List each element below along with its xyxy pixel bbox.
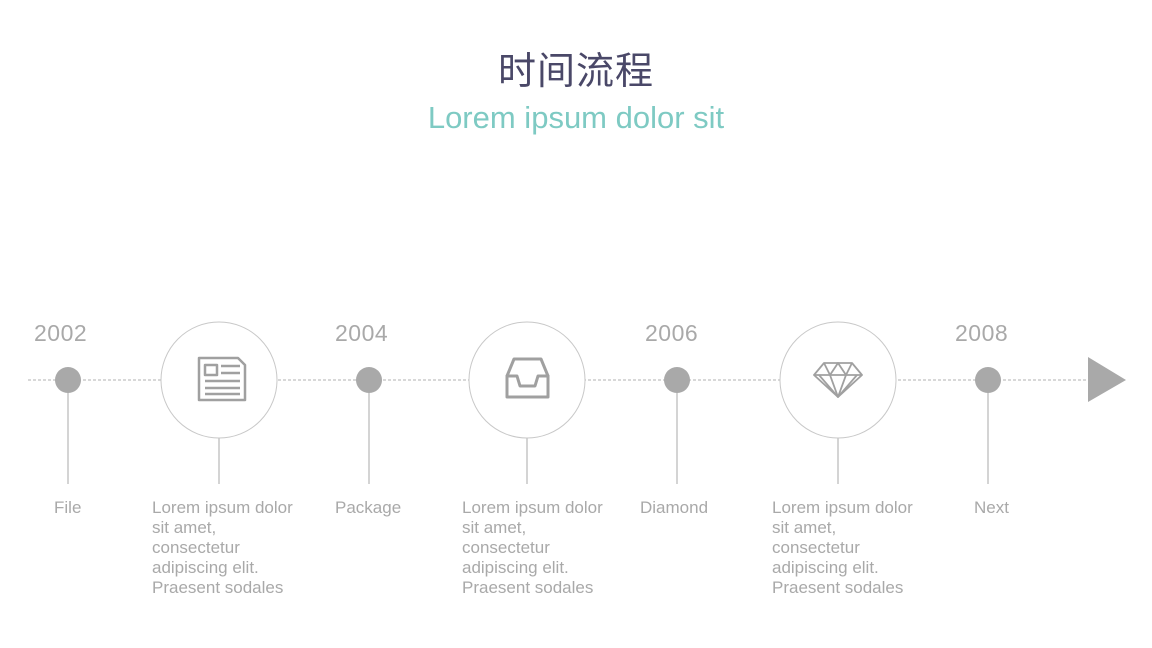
milestone-2008: [975, 367, 1001, 484]
step-description: Lorem ipsum dolor sit amet, consectetur …: [772, 498, 913, 597]
milestone-year: 2008: [955, 320, 1009, 346]
page-title: 时间流程: [497, 49, 654, 93]
inbox-tray-icon: [505, 357, 550, 399]
milestone-year: 2004: [335, 320, 389, 346]
step-diamond: [779, 321, 897, 484]
step-description: Lorem ipsum dolor sit amet, consectetur …: [152, 498, 293, 597]
milestone-2004: [356, 367, 382, 484]
milestone-label: Diamond: [640, 498, 709, 517]
milestone-label: Next: [974, 498, 1009, 517]
milestone-label: File: [54, 498, 82, 517]
diamond-icon: [813, 362, 863, 398]
milestone-dot: [55, 367, 81, 393]
milestone-label: Package: [335, 498, 402, 517]
step-inbox: [468, 321, 586, 484]
step-newspaper: [160, 321, 278, 484]
milestone-2002: [55, 367, 81, 484]
newspaper-icon: [197, 356, 247, 402]
milestone-dot: [356, 367, 382, 393]
milestone-year: 2002: [34, 320, 88, 346]
timeline-arrow-icon: [1088, 357, 1126, 402]
milestone-2006: [664, 367, 690, 484]
milestone-dot: [975, 367, 1001, 393]
page-subtitle: Lorem ipsum dolor sit: [427, 100, 725, 135]
milestone-dot: [664, 367, 690, 393]
milestone-year: 2006: [645, 320, 699, 346]
step-description: Lorem ipsum dolor sit amet, consectetur …: [462, 498, 603, 597]
